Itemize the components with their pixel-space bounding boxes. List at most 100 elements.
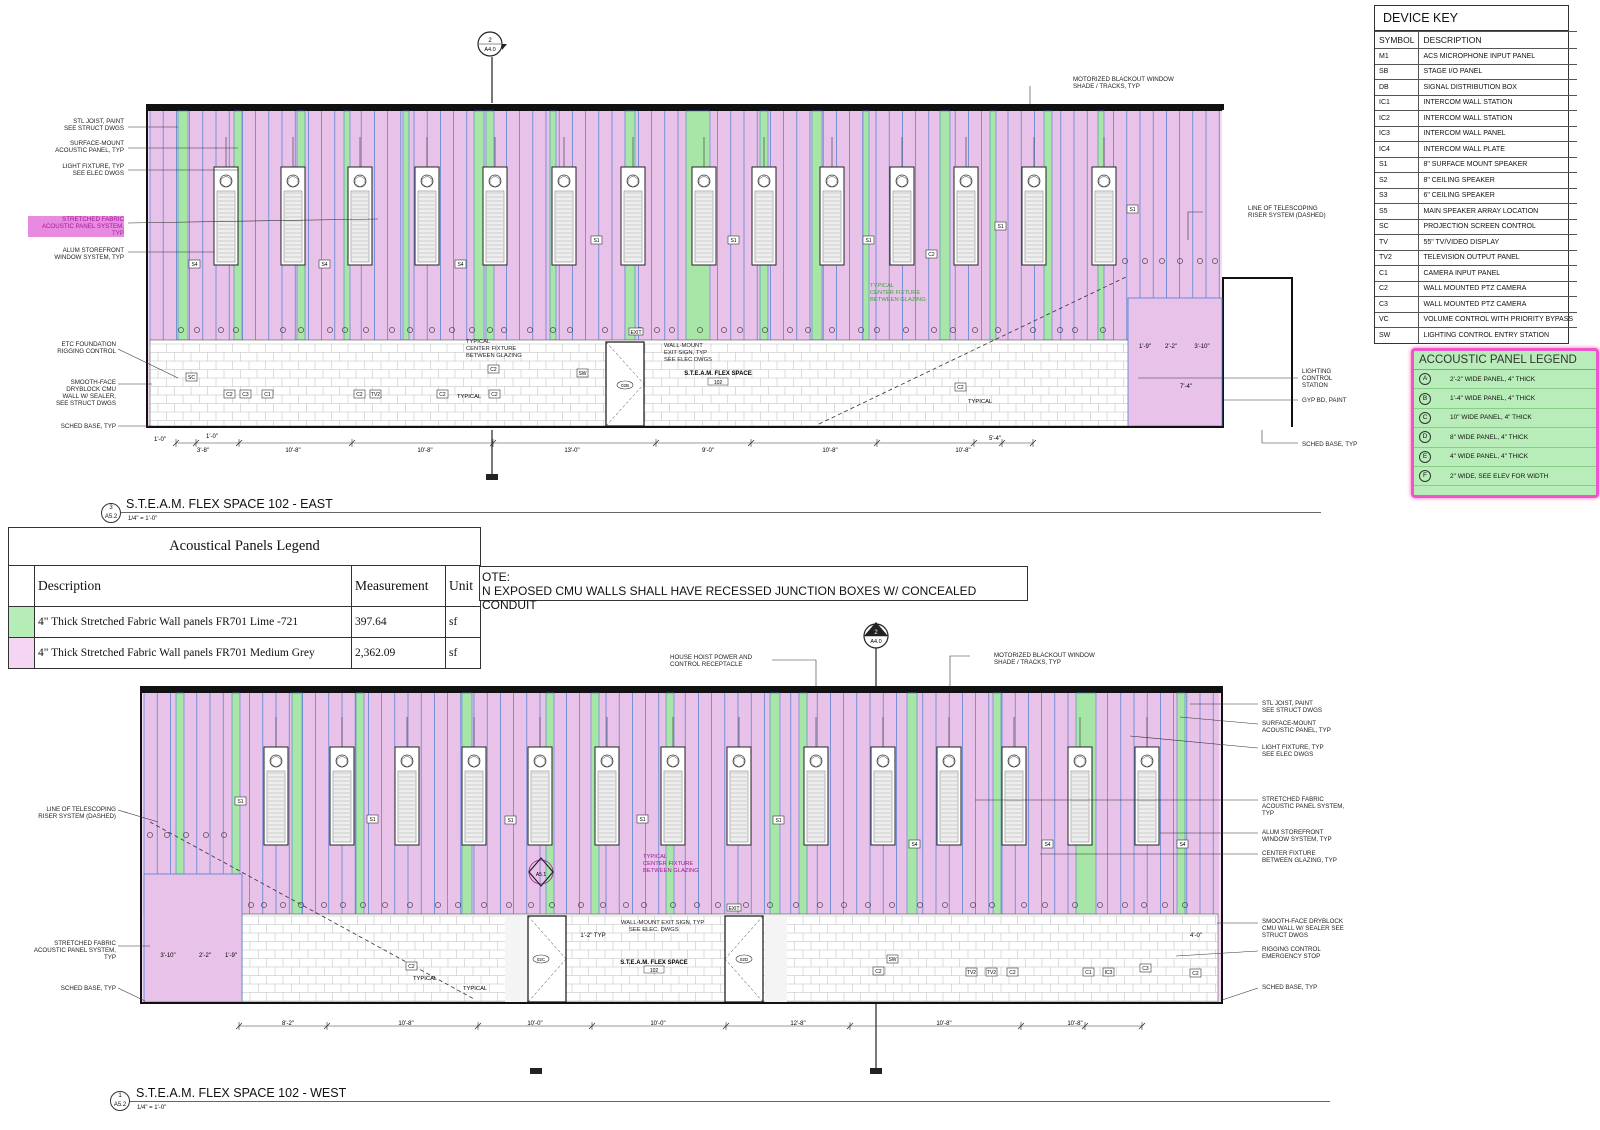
acl-header-desc: Description xyxy=(34,566,352,607)
east-section-marker: 2 A4.0 xyxy=(477,31,507,480)
acl-measure-grey: 2,362.09 xyxy=(351,637,446,668)
east-note-surface-mount: SURFACE-MOUNT ACOUSTIC PANEL, TYP xyxy=(55,140,124,154)
device-key-description: INTERCOM WALL STATION xyxy=(1418,94,1578,111)
note-line1: OTE: xyxy=(482,570,511,584)
east-section-num: 2 xyxy=(488,38,492,44)
fastener-circle xyxy=(1141,902,1147,908)
west-note-hoist: HOUSE HOIST POWER AND CONTROL RECEPTACLE xyxy=(670,654,753,668)
device-tag-label: S4 xyxy=(1044,842,1050,848)
device-tag: S4 xyxy=(1041,839,1054,849)
fastener-circle xyxy=(829,327,835,333)
acl-swatch-grey xyxy=(9,637,35,668)
west-title: S.T.E.A.M. FLEX SPACE 102 - WEST xyxy=(136,1086,347,1100)
green-panel xyxy=(862,110,870,341)
device-tag: S4 xyxy=(454,259,467,269)
device-key-title: DEVICE KEY xyxy=(1375,6,1568,31)
device-tag: C2 xyxy=(405,961,418,971)
device-tag: S1 xyxy=(234,796,247,806)
device-tag-label: S1 xyxy=(507,818,513,824)
fastener-circle xyxy=(669,327,675,333)
fastener-circle xyxy=(865,902,871,908)
acl-measure-lime: 397.64 xyxy=(351,606,446,638)
storefront-window xyxy=(691,137,717,266)
storefront-window xyxy=(594,717,620,846)
device-tag-label: S1 xyxy=(730,238,736,244)
fastener-circle xyxy=(1122,902,1128,908)
panel-type-icon xyxy=(1027,174,1041,188)
green-panel xyxy=(906,692,918,916)
acl-title: Acoustical Panels Legend xyxy=(9,528,480,566)
fastener-circle xyxy=(1159,258,1165,264)
east-dim-5: 9'-0" xyxy=(702,448,714,454)
device-tag-label: S4 xyxy=(911,842,917,848)
device-tag: C2 xyxy=(872,966,885,976)
device-key-symbol: DB xyxy=(1375,79,1420,95)
device-tag-label: C2 xyxy=(1192,971,1199,977)
fastener-circle xyxy=(793,902,799,908)
storefront-window xyxy=(213,137,239,266)
device-key-description: 6" CEILING SPEAKER xyxy=(1418,187,1578,204)
fastener-circle xyxy=(817,902,823,908)
device-tag-label: C2 xyxy=(875,969,882,975)
east-note-cmu: SMOOTH-FACE DRYBLOCK CMU WALL W/ SEALER,… xyxy=(55,379,116,407)
apl-description: 10" WIDE PANEL, 4" THICK xyxy=(1450,414,1532,422)
fastener-circle xyxy=(1197,258,1203,264)
west-note-center-fixture-r: CENTER FIXTURE BETWEEN GLAZING, TYP xyxy=(1262,850,1337,864)
device-tag: TV2 xyxy=(965,967,978,977)
device-key-symbol: IC1 xyxy=(1375,94,1420,111)
fastener-circle xyxy=(1072,902,1078,908)
note-box: OTE: N EXPOSED CMU WALLS SHALL HAVE RECE… xyxy=(479,566,1028,612)
west-scale: 1/4" = 1'-0" xyxy=(137,1105,167,1111)
device-tag-label: S4 xyxy=(457,262,463,268)
west-exit-sign: EXIT xyxy=(728,906,739,912)
fastener-circle xyxy=(469,327,475,333)
device-tag-label: S1 xyxy=(997,224,1003,230)
fastener-circle xyxy=(342,327,348,333)
device-tag-label: S1 xyxy=(369,817,375,823)
west-door-tag-2: 02D xyxy=(740,957,749,962)
acl-desc-grey: 4" Thick Stretched Fabric Wall panels FR… xyxy=(34,637,352,668)
east-dim-11: 2'-2" xyxy=(1165,344,1177,350)
west-dim-8: 2'-2" xyxy=(199,953,211,959)
fastener-circle xyxy=(1021,902,1027,908)
device-key-symbol: SB xyxy=(1375,63,1420,80)
device-tag: C1 xyxy=(1082,967,1095,977)
acl-unit-grey: sf xyxy=(445,637,480,668)
panel-type-icon xyxy=(420,174,434,188)
apl-symbol: F xyxy=(1419,470,1431,483)
fastener-circle xyxy=(889,902,895,908)
panel-type-icon xyxy=(1007,754,1021,768)
device-tag: S1 xyxy=(590,235,603,245)
east-note-gyp: GYP BD, PAINT xyxy=(1302,397,1347,404)
fastener-circle xyxy=(654,327,660,333)
east-note-rigging: ETC FOUNDATION RIGGING CONTROL xyxy=(57,341,116,355)
west-door-right: 02D EXIT xyxy=(724,903,764,1003)
panel-type-icon xyxy=(757,174,771,188)
panel-type-icon xyxy=(626,174,640,188)
storefront-window xyxy=(889,137,915,266)
apl-description: 1'-4" WIDE PANEL, 4" THICK xyxy=(1450,395,1536,403)
device-tag: S1 xyxy=(504,815,517,825)
device-key-symbol: S3 xyxy=(1375,187,1420,204)
device-tag: S4 xyxy=(1176,839,1189,849)
panel-type-icon xyxy=(467,754,481,768)
west-elevation: 2 A4.0 02C 02D EXIT S.T.E.A.M. FLEX SPAC… xyxy=(117,622,1259,1074)
fastener-circle xyxy=(762,327,768,333)
fastener-circle xyxy=(972,327,978,333)
device-tag-label: C2 xyxy=(408,964,415,970)
west-dim-1: 10'-8" xyxy=(398,1021,413,1027)
device-tag: SW xyxy=(886,954,899,964)
fastener-circle xyxy=(221,832,227,838)
east-door-tag: 02B xyxy=(621,383,629,388)
storefront-window xyxy=(551,137,577,266)
fastener-circle xyxy=(280,327,286,333)
fastener-circle xyxy=(527,327,533,333)
